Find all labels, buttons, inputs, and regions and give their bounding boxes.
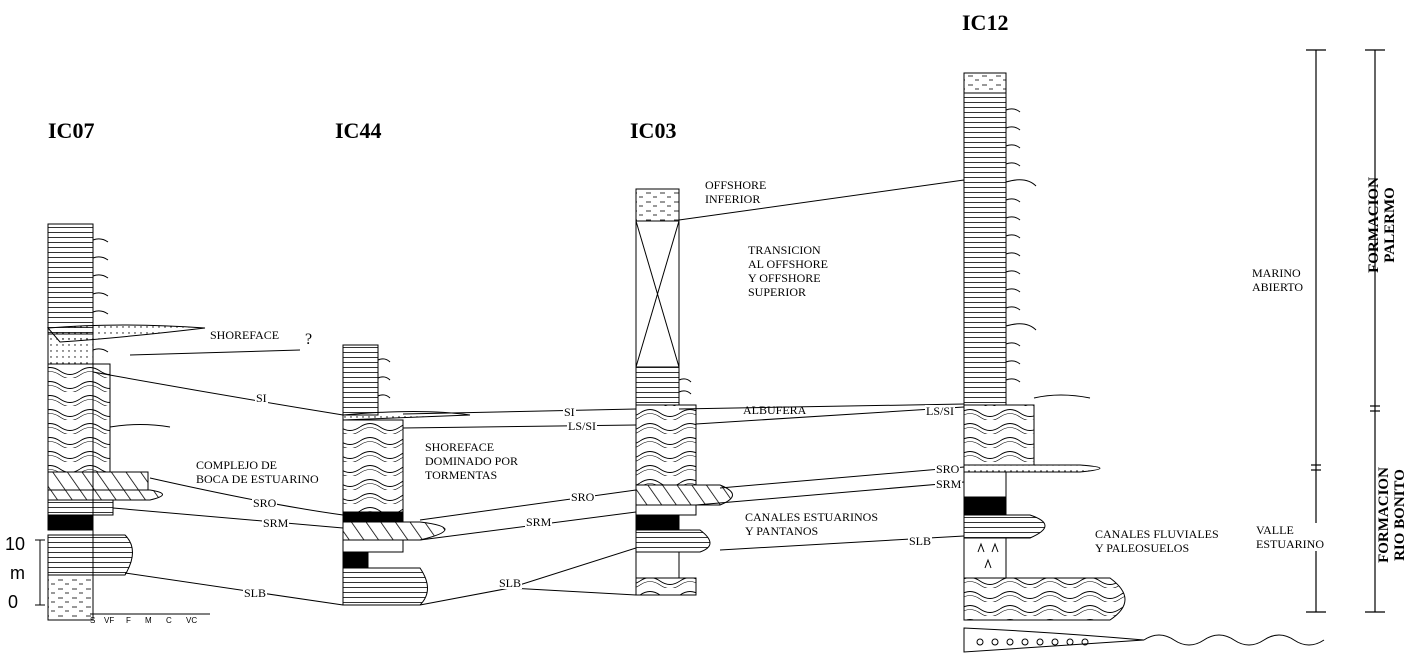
interval-brackets xyxy=(1306,49,1385,613)
column-ic12 xyxy=(963,72,1325,653)
column-ic44 xyxy=(342,344,471,606)
interval-valle-estuarino: VALLE ESTUARINO xyxy=(1256,523,1324,551)
well-title-ic03: IC03 xyxy=(630,118,677,143)
grain-size-s: S xyxy=(90,616,96,625)
scale-label-10: 10 xyxy=(5,534,26,554)
facies-shoreface-tormentas: SHOREFACE DOMINADO POR TORMENTAS xyxy=(425,440,519,482)
column-ic03 xyxy=(635,188,733,596)
facies-canales-estuarinos: CANALES ESTUARINOS Y PANTANOS xyxy=(745,510,879,538)
grain-size-m: M xyxy=(145,616,152,625)
surface-slb-3: SLB xyxy=(908,534,933,548)
surface-srm-2: SRM xyxy=(525,515,553,529)
facies-shoreface: SHOREFACE xyxy=(210,328,280,342)
facies-albufera: ALBUFERA xyxy=(743,403,807,417)
offshore-line xyxy=(678,179,965,221)
grain-size-f: F xyxy=(126,616,131,625)
formation-rio-bonito: FORMACION RIO BONITO xyxy=(1376,467,1405,563)
surface-slb-1: SLB xyxy=(243,586,268,600)
srm-line xyxy=(112,507,344,529)
si-line xyxy=(92,371,344,416)
surface-ls-si-1: LS/SI xyxy=(567,419,598,433)
surface-sro-1: SRO xyxy=(252,496,278,510)
surface-si-2: SI xyxy=(563,405,576,419)
well-title-ic07: IC07 xyxy=(48,118,95,143)
facies-transicion: TRANSICION AL OFFSHORE Y OFFSHORE SUPERI… xyxy=(748,243,828,299)
grain-size-vc: VC xyxy=(186,616,198,625)
scale-label-0: 0 xyxy=(8,592,19,612)
grain-size-c: C xyxy=(166,616,172,625)
surface-slb-2: SLB xyxy=(498,576,523,590)
surface-sro-2: SRO xyxy=(570,490,596,504)
formation-palermo: FORMACION PALERMO xyxy=(1366,177,1398,273)
surface-srm-3: SRM xyxy=(935,477,963,491)
scale-label-unit: m xyxy=(10,563,25,583)
interval-marino-abierto: MARINO ABIERTO xyxy=(1252,266,1304,294)
facies-canales-fluviales: CANALES FLUVIALES Y PALEOSUELOS xyxy=(1095,527,1219,555)
surface-srm-1: SRM xyxy=(262,516,290,530)
surface-sro-3: SRO xyxy=(935,462,961,476)
well-title-ic12: IC12 xyxy=(962,10,1009,35)
surface-ls-si-2: LS/SI xyxy=(925,404,956,418)
grain-size-vf: VF xyxy=(104,616,115,625)
vertical-scale-bar xyxy=(35,539,45,606)
slb-line xyxy=(124,572,344,606)
facies-offshore-inferior: OFFSHORE INFERIOR xyxy=(705,178,767,206)
correlation-lines xyxy=(92,179,965,606)
column-ic07 xyxy=(46,223,210,621)
surface-si-1: SI xyxy=(255,391,268,405)
well-title-ic44: IC44 xyxy=(335,118,382,143)
facies-complejo-boca-estuarino: COMPLEJO DE BOCA DE ESTUARINO xyxy=(196,458,319,486)
facies-question-mark: ? xyxy=(305,331,313,348)
